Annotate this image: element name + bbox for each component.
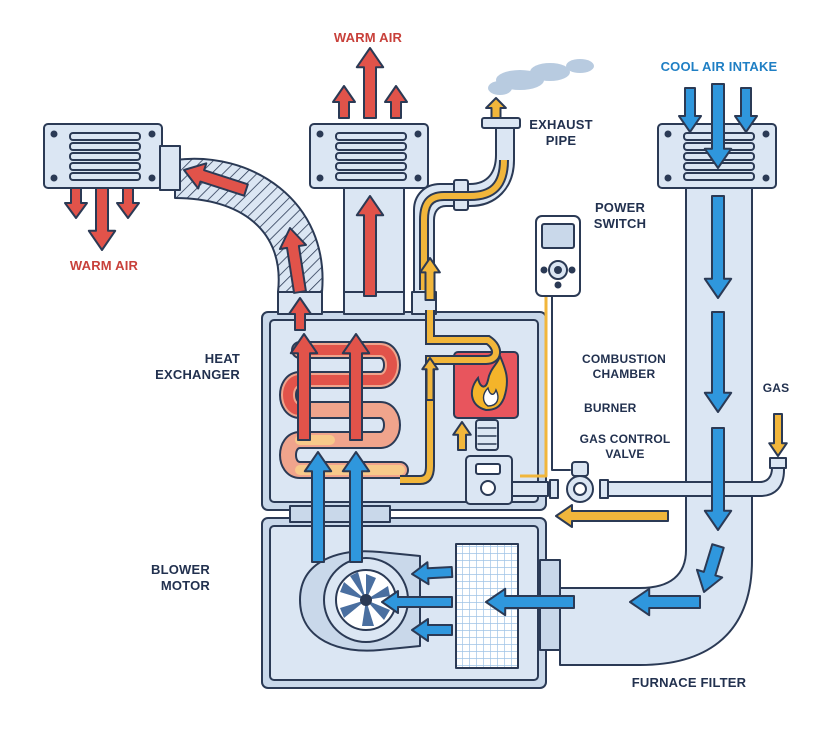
gas-arrow [555, 504, 669, 528]
blower-motor-label-line2: MOTOR [160, 578, 210, 593]
flame-icon [470, 352, 508, 412]
gas-arrow [768, 413, 788, 457]
cool-arrow [381, 590, 453, 614]
exhaust-arrow [421, 357, 439, 401]
blower-motor-label: BLOWER MOTOR [150, 562, 210, 594]
thermostat-icon [535, 215, 581, 297]
exhaust-arrow [452, 421, 472, 451]
furnace-filter-label: FURNACE FILTER [631, 675, 747, 690]
exhaust-pipe-label: EXHAUST PIPE [516, 117, 606, 149]
combustion-chamber-label-line2: CHAMBER [592, 367, 656, 381]
warm-air-top-label: WARM AIR [333, 30, 403, 45]
warm-arrow [116, 187, 140, 219]
gas-control-valve-label-line1: GAS CONTROL [579, 432, 671, 446]
warm-arrow [332, 85, 356, 119]
combustion-chamber-label: COMBUSTION CHAMBER [574, 352, 674, 382]
warm-arrow [289, 333, 319, 441]
smoke-icon [488, 59, 594, 95]
gas-control-valve-label: GAS CONTROL VALVE [570, 432, 680, 462]
exhaust-pipe-label-line2: PIPE [545, 133, 577, 148]
exhaust-arrow [419, 257, 441, 301]
left-vent [43, 123, 181, 191]
warm-arrow [355, 195, 385, 297]
heat-exchanger-label: HEAT EXCHANGER [150, 351, 240, 383]
return-duct [559, 185, 753, 666]
warm-arrow [87, 187, 117, 251]
warm-arrow [384, 85, 408, 119]
cool-arrow [734, 87, 758, 133]
cool-arrow [703, 83, 733, 169]
warm-arrow [278, 227, 308, 294]
heat-exchanger-label-line2: EXCHANGER [155, 367, 240, 382]
cool-arrow [703, 311, 733, 413]
blower-motor-label-line1: BLOWER [151, 562, 210, 577]
warm-arrow [183, 162, 249, 197]
power-switch-label: POWER SWITCH [580, 200, 660, 232]
cool-arrow [303, 451, 333, 563]
exhaust-flow [400, 159, 509, 485]
power-switch-label-line2: SWITCH [593, 216, 647, 231]
cool-arrow [703, 195, 733, 299]
combustion-chamber-label-line1: COMBUSTION [582, 352, 666, 366]
exhaust-arrow [485, 97, 507, 119]
exhaust-pipe-label-line1: EXHAUST [529, 117, 593, 132]
cool-arrow [695, 543, 725, 593]
burner-label: BURNER [584, 401, 637, 415]
cool-arrow [411, 618, 453, 642]
burner [475, 419, 499, 451]
top-vent [309, 123, 429, 189]
gas-label: GAS [762, 381, 790, 395]
warm-air-left-label: WARM AIR [69, 258, 139, 273]
cool-arrow [485, 587, 575, 617]
heat-exchanger-label-line1: HEAT [204, 351, 240, 366]
cool-air-intake-label: COOL AIR INTAKE [660, 59, 778, 74]
warm-arrow [288, 297, 312, 331]
heat-exchanger [279, 341, 409, 479]
cool-arrow [703, 427, 733, 531]
cool-arrow [411, 561, 454, 586]
warm-arrow [355, 47, 385, 119]
cool-arrow [629, 587, 701, 617]
power-switch-label-line1: POWER [594, 200, 646, 215]
cool-arrow [678, 87, 702, 133]
warm-arrow [341, 333, 371, 441]
valve-icon [549, 461, 609, 503]
gas-control-valve-label-line2: VALVE [605, 447, 645, 461]
cool-arrow [341, 451, 371, 563]
warm-arrow [64, 187, 88, 219]
